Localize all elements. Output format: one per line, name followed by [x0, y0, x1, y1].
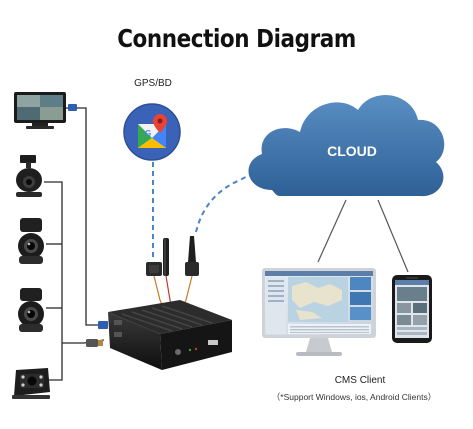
- cms-client-note: （*Support Windows, ios, Android Clients）: [271, 392, 437, 402]
- bus-camera-icon: [12, 368, 50, 399]
- gps-antenna-icon: [146, 262, 162, 276]
- cable-plug: [86, 339, 103, 347]
- cloud-label: CLOUD: [327, 143, 377, 159]
- cms-client-label: CMS Client: [334, 375, 386, 386]
- cloud-phone-line: [377, 199, 409, 273]
- camera-1-cable: [44, 181, 63, 330]
- gps-label: GPS/BD: [134, 78, 172, 89]
- ahd-camera-icon: [18, 218, 44, 264]
- desktop-monitor-icon: [262, 268, 376, 356]
- wifi-antenna-icon: [185, 236, 199, 276]
- google-maps-icon: G: [123, 103, 181, 161]
- ahd-camera-icon-2: [18, 288, 44, 332]
- diagram-title: Connection Diagram: [117, 24, 356, 53]
- camera-4-cable: [48, 330, 63, 381]
- monitor-connector: [68, 104, 77, 111]
- cloud-desktop-line: [317, 199, 347, 263]
- monitor-icon: [14, 92, 66, 129]
- monitor-cable: [66, 107, 108, 326]
- camera-cables: [44, 107, 108, 381]
- svg-text:G: G: [145, 129, 151, 138]
- dome-camera-icon: [16, 155, 42, 197]
- recorder-connector: [98, 321, 108, 329]
- smartphone-icon: [392, 275, 432, 343]
- cloud-icon: [248, 95, 445, 197]
- 4g-antenna-icon: [163, 238, 169, 276]
- mdvr-box-icon: [108, 300, 232, 370]
